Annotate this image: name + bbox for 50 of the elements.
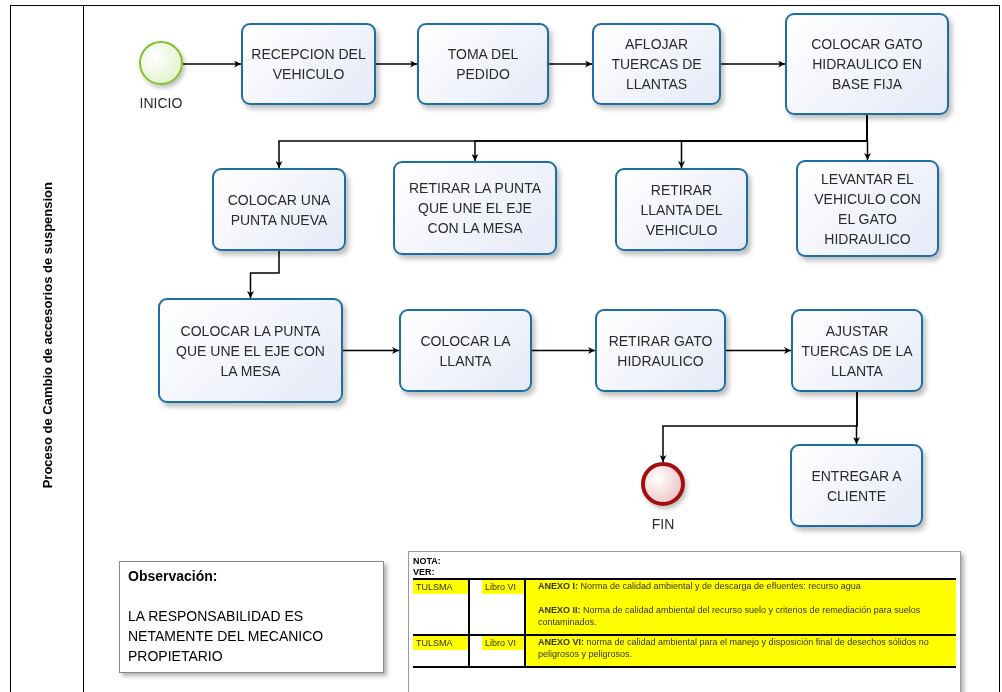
task-box: [212, 168, 346, 251]
arrow: [864, 114, 871, 161]
event-label: INICIO: [139, 95, 183, 111]
task-box: [399, 309, 532, 392]
task-box: [785, 13, 949, 115]
table-cell-text: TULSMA: [413, 580, 468, 594]
table-heading: NOTA:: [413, 556, 442, 567]
task-label: AJUSTAR TUERCAS DE LA LLANTA: [801, 321, 913, 381]
arrow: [720, 60, 786, 68]
task-box: [417, 23, 549, 105]
arrow: [548, 60, 593, 68]
task-label: COLOCAR LA PUNTA QUE UNE EL EJE CON LA MESA: [175, 321, 326, 381]
table-heading: VER:: [413, 567, 436, 578]
table-cell-text: ANEXO II: Norma de calidad ambiental del recurso suelo y criterios de remediación para suelos contaminados.: [538, 604, 922, 628]
arrow: [247, 250, 280, 299]
task-label: ENTREGAR A CLIENTE: [810, 466, 903, 506]
task-label: RETIRAR LLANTA DEL VEHICULO: [639, 180, 724, 240]
task-box: [241, 23, 376, 105]
arrow: [725, 347, 792, 354]
task-label: RETIRAR GATO HIDRAULICO: [607, 331, 714, 371]
task-box: [595, 309, 726, 392]
task-box: [592, 23, 721, 105]
task-box: [615, 168, 748, 251]
task-label: RETIRAR LA PUNTA QUE UNE EL EJE CON LA MESA: [408, 179, 542, 238]
event-label: FIN: [651, 516, 675, 532]
table-cell-text: ANEXO I: Norma de calidad ambiental y de descarga de efluentes: recurso agua: [538, 580, 862, 592]
task-label: LEVANTAR EL VEHICULO CON EL GATO HIDRAULICO: [813, 169, 922, 249]
task-label: AFLOJAR TUERCAS DE LLANTAS: [610, 35, 703, 94]
arrow: [342, 347, 400, 354]
note-text: LA RESPONSABILIDAD ES NETAMENTE DEL MECANICO PROPIETARIO: [128, 607, 325, 666]
task-box: [791, 309, 923, 392]
arrow: [853, 391, 860, 445]
task-box: [158, 298, 343, 403]
note-box: [119, 561, 384, 673]
task-label: COLOCAR UNA PUNTA NUEVA: [226, 190, 332, 230]
task-box: [790, 444, 923, 527]
arrow: [375, 60, 418, 68]
arrow: [182, 60, 242, 68]
table-cell-text: ANEXO VI: norma de calidad ambiental para el manejo y disposición final de desechos sólidos no peligrosos y peligrosos.: [538, 636, 930, 660]
task-label: COLOCAR GATO HIDRAULICO EN BASE FIJA: [810, 35, 924, 94]
note-heading: Observación:: [128, 568, 219, 584]
arrow: [531, 347, 596, 354]
lane-title: Proceso de Cambio de accesorios de suspension: [39, 181, 55, 489]
swimlane: [10, 5, 1000, 692]
task-label: RECEPCION DEL VEHICULO: [251, 45, 366, 84]
table-cell-text: TULSMA: [413, 636, 468, 650]
task-box: [796, 160, 939, 257]
task-box: [393, 161, 557, 255]
task-label: TOMA DEL PEDIDO: [446, 45, 520, 84]
task-label: COLOCAR LA LLANTA: [419, 331, 512, 371]
